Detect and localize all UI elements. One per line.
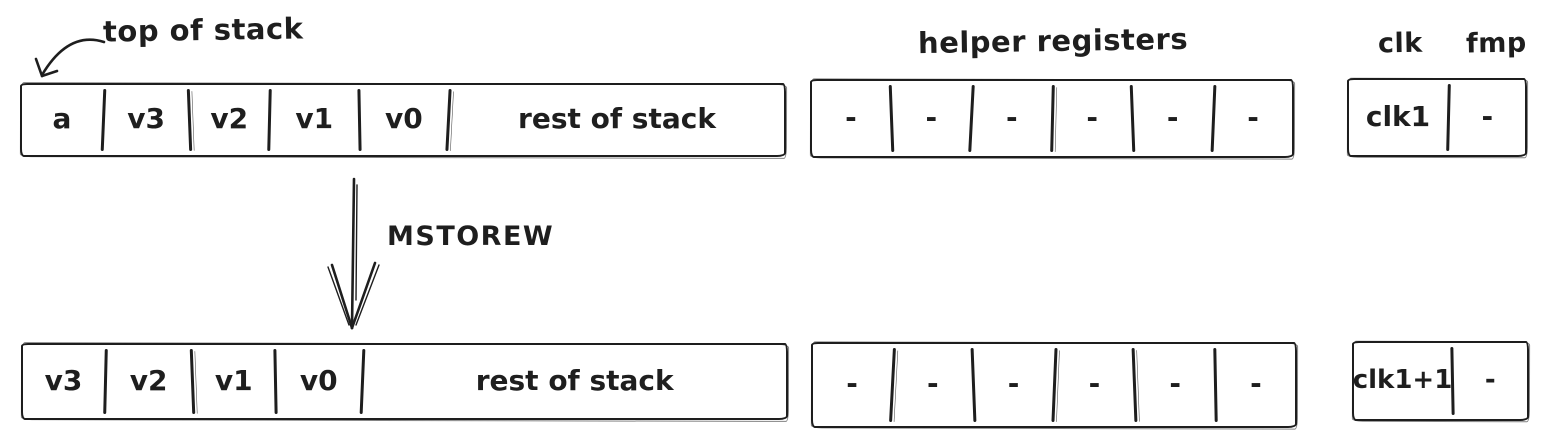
clk-fmp-register-before: clk1 - bbox=[1347, 78, 1527, 157]
fmp-label: fmp bbox=[1465, 27, 1527, 60]
helper-cell: - bbox=[1166, 100, 1179, 134]
helper-cell: - bbox=[1250, 367, 1262, 400]
helper-cell: - bbox=[1169, 367, 1181, 400]
curved-arrow-icon bbox=[34, 38, 106, 78]
clk-label: clk bbox=[1377, 27, 1423, 60]
helper-registers-after: - - - - - - bbox=[811, 342, 1297, 428]
top-of-stack-label: top of stack bbox=[102, 11, 304, 49]
stack-cell: v3 bbox=[44, 363, 83, 397]
stack-cell-rest: rest of stack bbox=[518, 102, 716, 135]
instruction-label: MSTOREW bbox=[387, 221, 555, 252]
stack-cell: a bbox=[52, 102, 72, 135]
helper-cell: - bbox=[1005, 100, 1018, 134]
stack-cell: v0 bbox=[299, 363, 338, 397]
down-arrow-icon bbox=[327, 177, 380, 330]
stack-register-before: a v3 v2 v1 v0 rest of stack bbox=[20, 83, 786, 157]
helper-cell: - bbox=[927, 367, 939, 400]
fmp-cell: - bbox=[1484, 364, 1496, 395]
clk-cell: clk1 bbox=[1365, 99, 1431, 133]
stack-cell: v3 bbox=[127, 102, 165, 135]
helper-registers-before: - - - - - - bbox=[810, 79, 1294, 158]
helper-cell: - bbox=[925, 100, 938, 134]
stack-cell: v1 bbox=[214, 363, 253, 397]
helper-registers-label: helper registers bbox=[917, 21, 1189, 61]
fmp-cell: - bbox=[1481, 99, 1494, 133]
helper-cell: - bbox=[1007, 367, 1020, 400]
stack-cell: v2 bbox=[129, 363, 168, 397]
stack-cell: v1 bbox=[295, 102, 334, 135]
helper-cell: - bbox=[1086, 100, 1099, 134]
helper-cell: - bbox=[1247, 100, 1259, 134]
stack-cell: v2 bbox=[210, 102, 249, 135]
stack-register-after: v3 v2 v1 v0 rest of stack bbox=[21, 343, 788, 420]
helper-cell: - bbox=[846, 367, 858, 400]
helper-cell: - bbox=[1088, 367, 1101, 400]
stack-cell-rest: rest of stack bbox=[475, 363, 674, 397]
stack-cell: v0 bbox=[385, 102, 423, 135]
clk-fmp-register-after: clk1+1 - bbox=[1352, 341, 1529, 421]
helper-cell: - bbox=[845, 100, 857, 134]
clk-cell: clk1+1 bbox=[1352, 364, 1453, 395]
